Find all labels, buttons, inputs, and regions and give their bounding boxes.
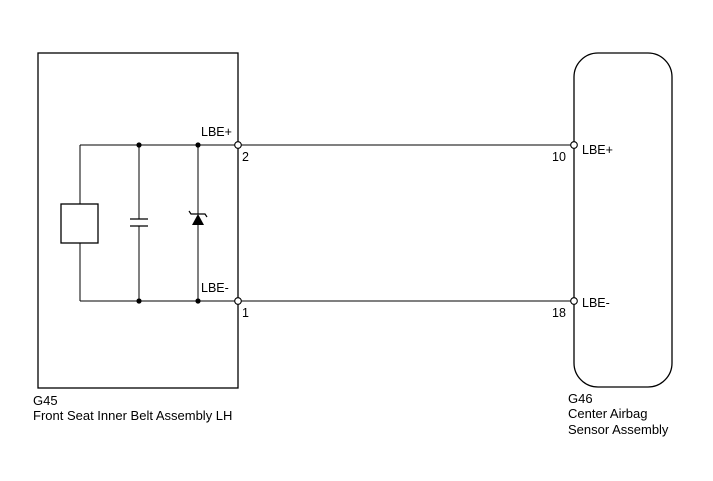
- left-component-code: G45: [33, 393, 58, 408]
- right-pin-number-18: 18: [552, 306, 566, 320]
- right-pin-signal-lbe-minus: LBE-: [582, 296, 610, 310]
- right-pin-number-10: 10: [552, 150, 566, 164]
- left-pin-number-2: 2: [242, 150, 249, 164]
- left-pin-signal-lbe-plus: LBE+: [201, 125, 232, 139]
- terminal-circle: [570, 141, 578, 149]
- junction-dot: [195, 298, 201, 304]
- left-component: LBE+ 2 LBE- 1: [37, 52, 249, 389]
- junction-dot: [195, 142, 201, 148]
- diode-triangle: [192, 214, 204, 225]
- junction-dot: [136, 142, 142, 148]
- right-component-name-line1: Center Airbag: [568, 406, 648, 421]
- left-pin-signal-lbe-minus: LBE-: [201, 281, 229, 295]
- right-component: LBE+ 10 LBE- 18: [552, 52, 673, 388]
- right-component-code: G46: [568, 391, 593, 406]
- left-component-box: [37, 52, 239, 389]
- right-component-name-line2: Sensor Assembly: [568, 422, 669, 437]
- terminal-circle: [234, 297, 242, 305]
- left-component-name: Front Seat Inner Belt Assembly LH: [33, 408, 232, 423]
- right-pin-signal-lbe-plus: LBE+: [582, 143, 613, 157]
- left-pin-number-1: 1: [242, 306, 249, 320]
- terminal-circle: [234, 141, 242, 149]
- junction-dot: [136, 298, 142, 304]
- right-component-box: [573, 52, 673, 388]
- terminal-circle: [570, 297, 578, 305]
- sensor-element: [60, 203, 99, 244]
